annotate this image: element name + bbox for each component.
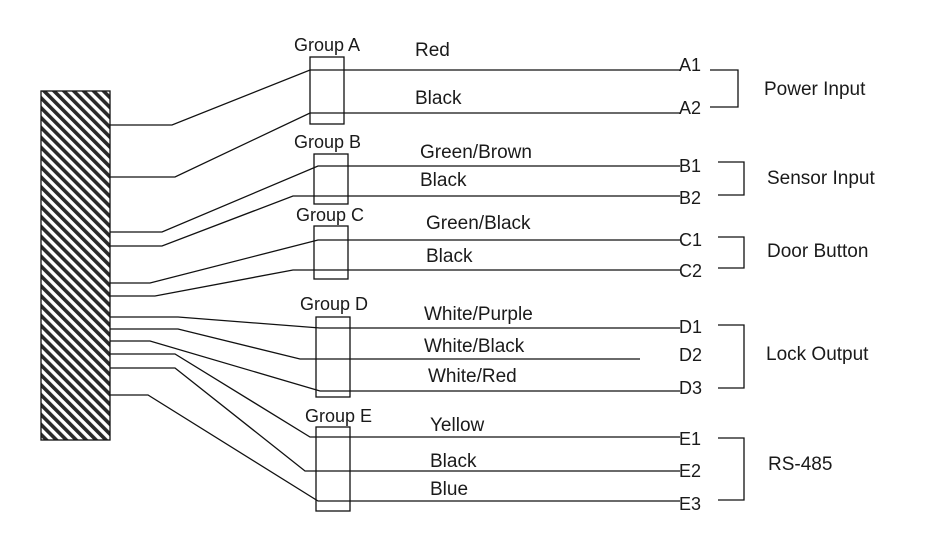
terminal-b2: B2 (679, 188, 701, 208)
function-label-e: RS-485 (768, 454, 832, 475)
bracket-group-c (718, 236, 745, 269)
wire-color-labels: Red Black Green/Brown Black Green/Black … (415, 40, 533, 500)
wire-d2 (110, 328, 640, 360)
group-label-b: Group B (294, 132, 361, 152)
wire-label-d3: White/Red (428, 366, 517, 387)
wire-d3 (110, 340, 680, 392)
wire-e3 (110, 394, 680, 502)
wire-d1 (110, 316, 680, 329)
wire-label-e2: Black (430, 451, 477, 472)
group-d-box (315, 316, 351, 398)
wire-a2 (110, 112, 680, 178)
function-label-a: Power Input (764, 79, 866, 100)
function-label-d: Lock Output (766, 344, 869, 365)
wire-c1 (110, 239, 680, 284)
bracket-group-a (710, 69, 739, 108)
wire-label-e3: Blue (430, 479, 468, 500)
group-label-c: Group C (296, 205, 364, 225)
terminal-c2: C2 (679, 261, 702, 281)
group-e-box (315, 426, 351, 512)
terminal-labels: A1 A2 B1 B2 C1 C2 D1 D2 D3 E1 E2 E3 (679, 55, 702, 514)
terminal-b1: B1 (679, 156, 701, 176)
wire-b2 (110, 195, 680, 247)
terminal-d3: D3 (679, 378, 702, 398)
terminal-d1: D1 (679, 317, 702, 337)
wire-label-c2: Black (426, 246, 473, 267)
function-label-b: Sensor Input (767, 168, 875, 189)
wire-label-e1: Yellow (430, 415, 485, 436)
wire-e2 (110, 367, 680, 472)
group-labels: Group A Group B Group C Group D Group E (294, 35, 372, 426)
wire-label-d1: White/Purple (424, 304, 533, 325)
terminal-e1: E1 (679, 429, 701, 449)
wire-a1 (110, 69, 680, 126)
terminal-e2: E2 (679, 461, 701, 481)
function-label-c: Door Button (767, 241, 868, 262)
terminal-a2: A2 (679, 98, 701, 118)
bracket-group-d (718, 324, 745, 389)
group-label-d: Group D (300, 294, 368, 314)
function-labels: Power Input Sensor Input Door Button Loc… (764, 79, 875, 475)
group-a-box (309, 56, 345, 125)
terminal-e3: E3 (679, 494, 701, 514)
wire-label-b2: Black (420, 170, 467, 191)
bracket-group-b (718, 161, 745, 196)
wire-label-a1: Red (415, 40, 450, 61)
wire-label-a2: Black (415, 88, 462, 109)
group-c-box (313, 225, 349, 280)
function-brackets (710, 69, 745, 501)
wire-label-c1: Green/Black (426, 213, 531, 234)
group-b-box (313, 153, 349, 205)
wire-b1 (110, 165, 680, 233)
group-boxes (309, 56, 351, 512)
wire-c2 (110, 269, 680, 297)
wire-label-d2: White/Black (424, 336, 525, 357)
terminal-d2: D2 (679, 345, 702, 365)
device-connector-block (40, 90, 111, 441)
bracket-group-e (718, 437, 745, 501)
group-label-e: Group E (305, 406, 372, 426)
wire-label-b1: Green/Brown (420, 142, 532, 163)
terminal-a1: A1 (679, 55, 701, 75)
group-label-a: Group A (294, 35, 360, 55)
terminal-c1: C1 (679, 230, 702, 250)
wire-e1 (110, 353, 680, 438)
wires (110, 69, 680, 502)
